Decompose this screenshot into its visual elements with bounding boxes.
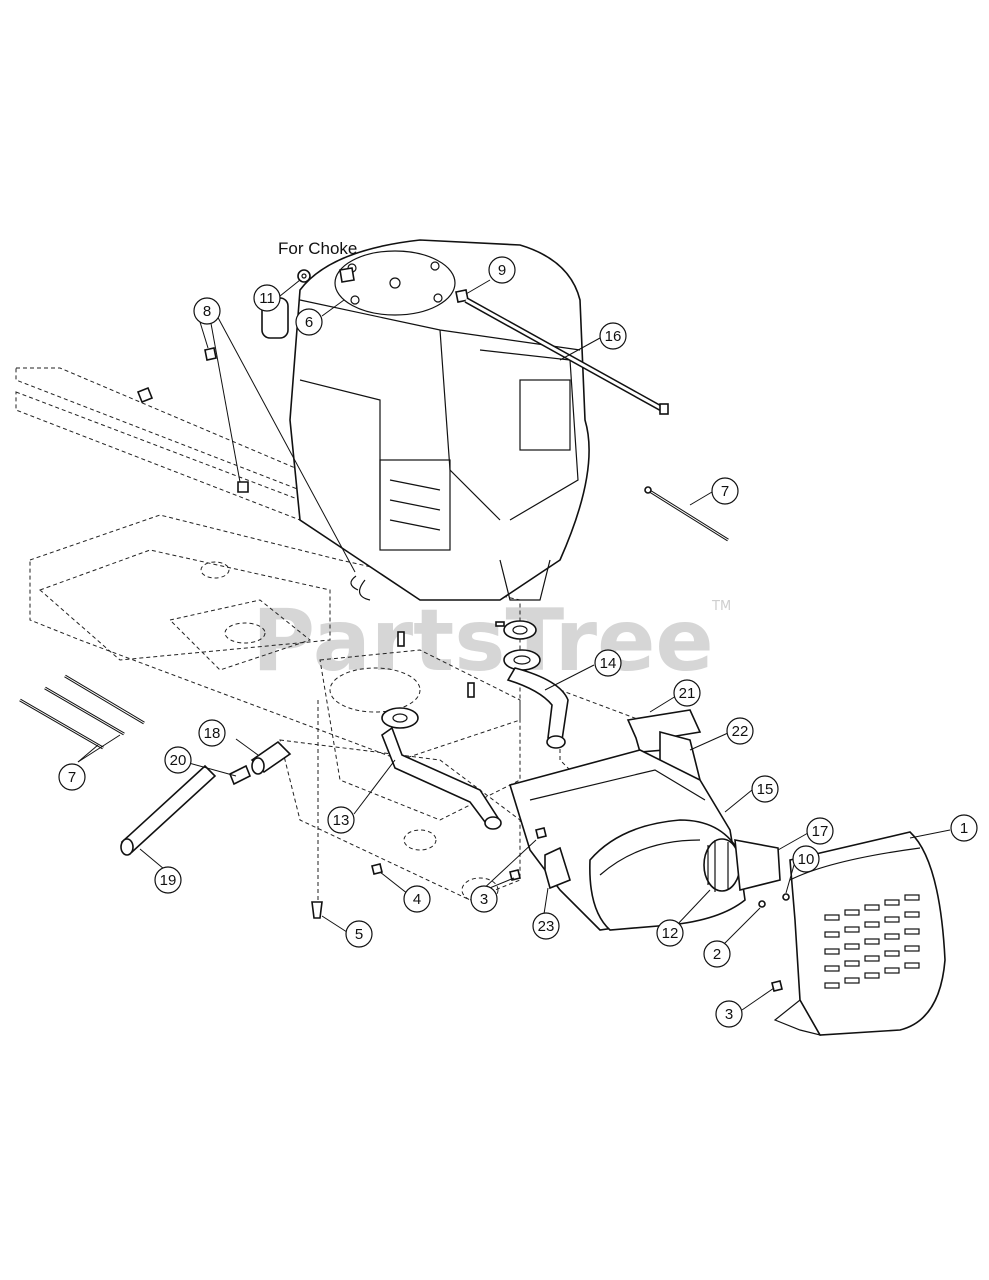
callout-20: 20: [164, 746, 192, 774]
rod-16: [464, 297, 669, 415]
svg-text:1: 1: [960, 820, 968, 837]
callout-10: 10: [792, 845, 820, 873]
svg-text:17: 17: [812, 823, 829, 840]
callout-4: 4: [403, 885, 431, 913]
callout-8: 8: [193, 297, 221, 325]
callout-3-middle: 3: [470, 885, 498, 913]
callout-7-left: 7: [58, 763, 86, 791]
svg-text:9: 9: [498, 262, 506, 279]
hose-19: [120, 764, 217, 856]
callout-1: 1: [950, 814, 978, 842]
muffler-bracket-23: [544, 846, 571, 890]
svg-text:12: 12: [662, 925, 679, 942]
svg-text:4: 4: [413, 891, 421, 908]
hardware: [136, 267, 790, 992]
svg-text:3: 3: [725, 1006, 733, 1023]
spark-arrestor: [703, 838, 781, 892]
callout-2: 2: [703, 940, 731, 968]
callout-12: 12: [656, 919, 684, 947]
callout-7-right: 7: [711, 477, 739, 505]
svg-text:22: 22: [732, 723, 749, 740]
callout-19: 19: [154, 866, 182, 894]
callout-17: 17: [806, 817, 834, 845]
watermark: PartsTree TM: [252, 591, 731, 691]
muffler: [508, 749, 746, 931]
svg-text:11: 11: [259, 290, 275, 307]
callout-23: 23: [532, 912, 560, 940]
svg-text:7: 7: [721, 483, 729, 500]
svg-text:15: 15: [757, 781, 774, 798]
svg-text:5: 5: [355, 926, 363, 943]
callout-5: 5: [345, 920, 373, 948]
leader-lines: [77, 279, 951, 1011]
callout-18: 18: [198, 719, 226, 747]
svg-text:23: 23: [538, 918, 555, 935]
callout-14: 14: [594, 649, 622, 677]
cable-tie-right: [644, 486, 729, 542]
callout-bubbles: 11 6 9 16 8 7 14 21 22 15 17 1 10 18 20 …: [58, 256, 978, 1028]
watermark-text: PartsTree: [252, 591, 714, 691]
callout-21: 21: [673, 679, 701, 707]
callout-22: 22: [726, 717, 754, 745]
svg-text:18: 18: [204, 725, 221, 742]
svg-text:10: 10: [798, 851, 815, 868]
svg-text:14: 14: [600, 655, 617, 672]
svg-text:21: 21: [679, 685, 696, 702]
callout-16: 16: [599, 322, 627, 350]
svg-text:3: 3: [480, 891, 488, 908]
svg-text:19: 19: [160, 872, 177, 889]
diagram-title: For Choke: [278, 239, 357, 258]
engine: [261, 239, 590, 601]
callout-13: 13: [327, 806, 355, 834]
svg-text:8: 8: [203, 303, 211, 320]
svg-text:6: 6: [305, 314, 313, 331]
svg-text:20: 20: [170, 752, 187, 769]
muffler-guard: [773, 831, 946, 1036]
cable-ties-left: [19, 674, 145, 750]
fittings-18-20: [228, 740, 292, 786]
callout-15: 15: [751, 775, 779, 803]
callout-11: 11: [253, 284, 281, 312]
svg-text:2: 2: [713, 946, 721, 963]
exhaust-pipe-left: [381, 707, 502, 830]
callout-3-right: 3: [715, 1000, 743, 1028]
svg-text:13: 13: [333, 812, 350, 829]
callout-9: 9: [488, 256, 516, 284]
svg-text:16: 16: [605, 328, 622, 345]
watermark-trademark: TM: [711, 599, 731, 614]
callout-6: 6: [295, 308, 323, 336]
svg-text:7: 7: [68, 769, 76, 786]
